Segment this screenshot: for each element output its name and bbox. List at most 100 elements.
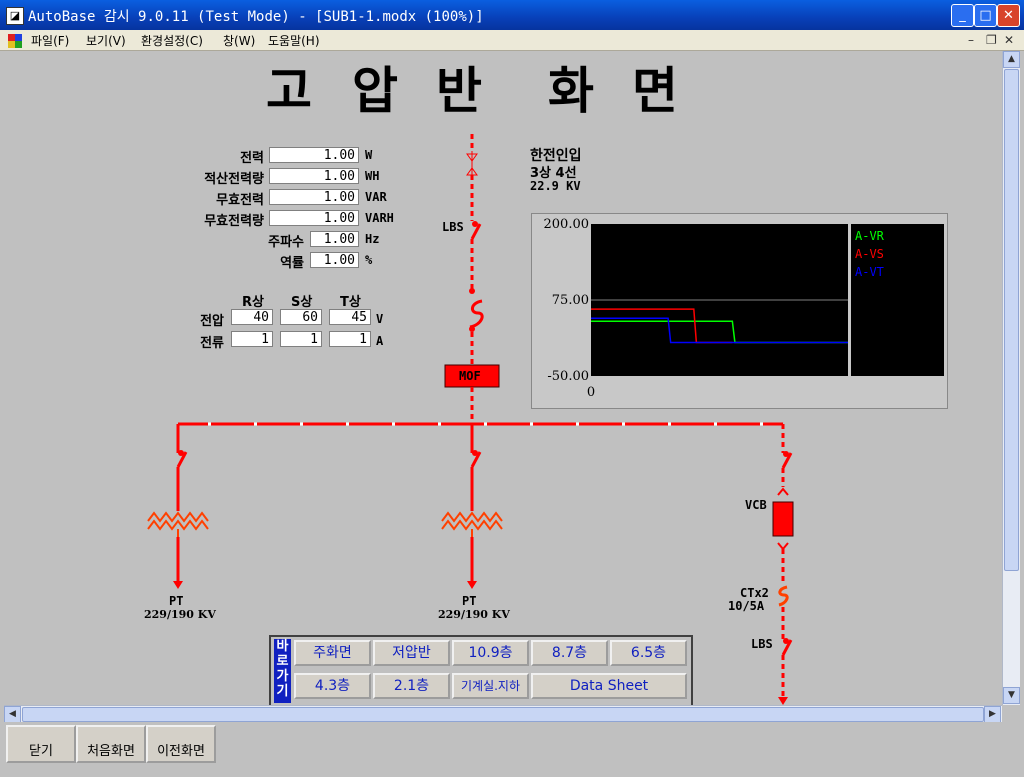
phase-label-current: 전류 bbox=[200, 336, 224, 351]
current-t-value: 1 bbox=[329, 331, 371, 347]
menu-file[interactable]: 파일(F) bbox=[31, 34, 70, 48]
nav-floor-8-7-button[interactable]: 8.7층 bbox=[531, 640, 608, 666]
lbs-top-switch-icon bbox=[470, 223, 482, 240]
mid-arrow-down-icon bbox=[467, 581, 477, 589]
document-icon[interactable] bbox=[8, 33, 22, 48]
mid-pt-transformer-icon bbox=[441, 511, 503, 537]
vcb-bottom-arrow-icon bbox=[777, 542, 789, 551]
pt-mid-rating: 229/190 KV bbox=[438, 608, 510, 621]
left-switch-icon bbox=[176, 451, 188, 468]
minimize-button[interactable]: _ bbox=[951, 4, 974, 27]
single-line-diagram bbox=[147, 134, 794, 705]
legend-entry-a-vt: A-VT bbox=[855, 265, 884, 279]
mof-label[interactable]: MOF bbox=[459, 369, 481, 383]
measure-value-power: 1.00 bbox=[269, 147, 359, 163]
right-lbs-switch-icon bbox=[781, 639, 793, 656]
close-screen-button[interactable]: 닫기 bbox=[6, 725, 76, 763]
scroll-up-icon[interactable]: ▲ bbox=[1003, 51, 1020, 68]
phase-label-voltage: 전압 bbox=[200, 314, 224, 329]
measure-value-frequency: 1.00 bbox=[310, 231, 359, 247]
nav-floor-4-3-button[interactable]: 4.3층 bbox=[294, 673, 371, 699]
supply-label: 한전인입 bbox=[530, 148, 582, 164]
menu-help[interactable]: 도움말(H) bbox=[268, 34, 320, 48]
mdi-close-button[interactable]: ✕ bbox=[1004, 33, 1015, 47]
menu-settings[interactable]: 환경설정(C) bbox=[141, 34, 203, 48]
legend-entry-a-vr: A-VR bbox=[855, 229, 885, 243]
vcb-top-arrow-icon bbox=[777, 487, 789, 496]
scroll-left-icon[interactable]: ◀ bbox=[4, 706, 21, 723]
scroll-down-icon[interactable]: ▼ bbox=[1003, 687, 1020, 704]
maximize-button[interactable]: □ bbox=[974, 4, 997, 27]
pt-left-label: PT bbox=[169, 594, 184, 608]
nav-low-voltage-button[interactable]: 저압반 bbox=[373, 640, 450, 666]
right-arrow-down-icon bbox=[778, 697, 788, 705]
menu-window[interactable]: 창(W) bbox=[223, 34, 256, 48]
voltage-s-value: 60 bbox=[280, 309, 322, 325]
mid-switch-icon bbox=[470, 451, 482, 468]
vcb-box bbox=[772, 501, 794, 537]
phase-header-r: R상 bbox=[242, 295, 264, 310]
ct-label: CTx2 bbox=[740, 586, 769, 600]
horizontal-scroll-thumb[interactable] bbox=[22, 707, 984, 722]
nav-machine-room-button[interactable]: 기계실.지하 bbox=[452, 673, 529, 699]
lbs-top-contact bbox=[472, 221, 478, 227]
page-title-char-5: 면 bbox=[632, 62, 678, 120]
legend-entry-a-vs: A-VS bbox=[855, 247, 884, 261]
vcb-label: VCB bbox=[745, 498, 767, 512]
first-screen-button[interactable]: 처음화면 bbox=[76, 725, 146, 763]
measure-value-reactive-energy: 1.00 bbox=[269, 210, 359, 226]
right-switch-icon bbox=[781, 452, 793, 469]
mdi-restore-button[interactable]: ❐ bbox=[986, 33, 997, 47]
nav-floor-10-9-button[interactable]: 10.9층 bbox=[452, 640, 529, 666]
supply-voltage: 22.9 KV bbox=[530, 179, 581, 193]
monitor-canvas: 고 압 반 화 면 전력 1.00 W 적산전력량 1.00 WH 무효전력 1… bbox=[4, 51, 1002, 705]
measure-unit-power: W bbox=[365, 148, 373, 162]
vertical-scroll-thumb[interactable] bbox=[1004, 69, 1019, 571]
close-button[interactable]: ✕ bbox=[997, 4, 1020, 27]
measure-unit-frequency: Hz bbox=[365, 232, 380, 246]
measure-label-energy: 적산전력량 bbox=[204, 172, 264, 187]
measure-label-power: 전력 bbox=[240, 151, 264, 166]
supply-phase: 3상 4선 bbox=[530, 166, 577, 181]
current-s-value: 1 bbox=[280, 331, 322, 347]
page-title-char-4: 화 bbox=[548, 62, 594, 120]
bottom-toolbar: 닫기 처음화면 이전화면 bbox=[4, 722, 1020, 764]
ct-coil-icon bbox=[469, 299, 484, 329]
scroll-right-icon[interactable]: ▶ bbox=[984, 706, 1001, 723]
pt-left-rating: 229/190 KV bbox=[144, 608, 216, 621]
phase-header-t: T상 bbox=[340, 295, 361, 310]
nav-floor-2-1-button[interactable]: 2.1층 bbox=[373, 673, 450, 699]
menu-bar: 파일(F) 보기(V) 환경설정(C) 창(W) 도움말(H) – ❐ ✕ bbox=[0, 30, 1024, 51]
horizontal-scrollbar[interactable]: ◀ ▶ bbox=[4, 705, 1002, 723]
measure-label-reactive-power: 무효전력 bbox=[216, 193, 264, 208]
voltage-t-value: 45 bbox=[329, 309, 371, 325]
shortcut-label: 바로가기 bbox=[274, 639, 291, 703]
nav-data-sheet-button[interactable]: Data Sheet bbox=[531, 673, 687, 699]
nav-main-button[interactable]: 주화면 bbox=[294, 640, 371, 666]
measure-label-frequency: 주파수 bbox=[268, 235, 304, 250]
series-line-a-vt bbox=[591, 317, 848, 344]
page-title-char-2: 압 bbox=[352, 62, 398, 120]
menu-view[interactable]: 보기(V) bbox=[86, 34, 126, 48]
page-title-char-3: 반 bbox=[436, 62, 482, 120]
y-tick-label: 75.00 bbox=[552, 293, 589, 308]
measure-value-power-factor: 1.00 bbox=[310, 252, 359, 268]
window-title: AutoBase 감시 9.0.11 (Test Mode) - [SUB1-1… bbox=[28, 9, 484, 25]
measure-unit-power-factor: % bbox=[365, 253, 373, 267]
voltage-unit: V bbox=[376, 312, 384, 326]
page-title-char-1: 고 bbox=[266, 62, 312, 120]
previous-screen-button[interactable]: 이전화면 bbox=[146, 725, 216, 763]
measure-unit-reactive-energy: VARH bbox=[365, 211, 394, 225]
mdi-minimize-button[interactable]: – bbox=[968, 33, 974, 47]
y-tick-label: -50.00 bbox=[547, 369, 589, 384]
app-icon[interactable]: ◪ bbox=[6, 7, 24, 25]
pt-mid-label: PT bbox=[462, 594, 477, 608]
nav-floor-6-5-button[interactable]: 6.5층 bbox=[610, 640, 687, 666]
phase-header-s: S상 bbox=[291, 295, 313, 310]
ct-ratio: 10/5A bbox=[728, 599, 765, 613]
measure-label-reactive-energy: 무효전력량 bbox=[204, 214, 264, 229]
vertical-scrollbar[interactable]: ▲ ▼ bbox=[1002, 51, 1020, 705]
current-unit: A bbox=[376, 334, 384, 348]
